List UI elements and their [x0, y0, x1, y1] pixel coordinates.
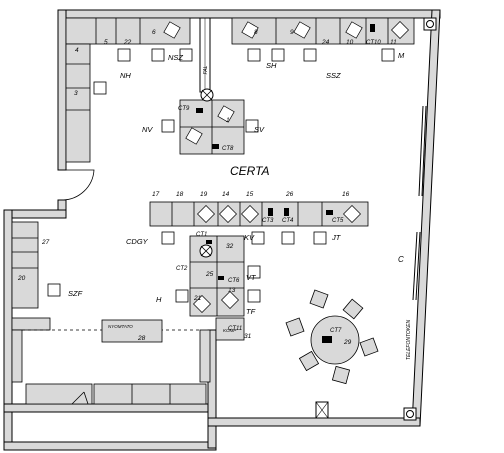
- ct-8: CT8: [222, 146, 234, 152]
- person-jt: JT: [331, 233, 342, 242]
- door-arc: [61, 169, 95, 201]
- desk-6: 6: [152, 29, 156, 36]
- desk-5: 5: [104, 39, 108, 46]
- desk-group-left: [11, 221, 211, 383]
- terminals: [196, 24, 375, 280]
- person-nh: NH: [120, 71, 131, 80]
- person-ssz: SSZ: [326, 71, 341, 80]
- person-kv: KV: [244, 233, 255, 242]
- person-labels: NSZ NH SH SSZ M NV SV CDGY KV JT H VT TF…: [68, 51, 405, 316]
- sign-telefontoken: TELEFONTOKEN: [406, 320, 412, 361]
- desk-19: 19: [200, 191, 208, 198]
- desk-13: 13: [228, 287, 236, 294]
- desk-group-top-right: [231, 17, 415, 45]
- desk-14: 14: [222, 191, 230, 198]
- person-sh: SH: [266, 61, 277, 70]
- desk-32: 32: [226, 243, 234, 250]
- person-vt: VT: [246, 273, 257, 282]
- desk-18: 18: [176, 191, 184, 198]
- desk-15: 15: [246, 191, 254, 198]
- desk-10: 10: [346, 39, 354, 46]
- desk-28: 28: [137, 335, 146, 342]
- desk-29: 29: [343, 339, 352, 346]
- desk-9: 9: [290, 29, 294, 36]
- ct-11: CT11: [228, 326, 242, 332]
- ct-1: CT1: [196, 232, 207, 238]
- desk-cluster-lower: [189, 235, 245, 341]
- desk-26: 26: [285, 191, 294, 198]
- ct-6: CT6: [228, 278, 240, 284]
- desk-21: 21: [193, 295, 202, 302]
- ct-3: CT3: [262, 218, 274, 224]
- person-tf: TF: [246, 307, 256, 316]
- desk-17: 17: [152, 191, 160, 198]
- side-mark: C: [398, 255, 404, 264]
- monitors: [163, 21, 409, 313]
- person-nv: NV: [142, 125, 153, 134]
- ct-5: CT5: [332, 218, 344, 224]
- person-szf: SZF: [68, 289, 83, 298]
- chairs: [47, 48, 395, 303]
- window-strips: [412, 105, 427, 301]
- ct-2: CT2: [176, 266, 188, 272]
- desk-3: 3: [74, 90, 78, 97]
- person-cdgy: CDGY: [126, 237, 149, 246]
- person-sv: SV: [254, 125, 265, 134]
- walls: [3, 9, 441, 451]
- desk-25: 25: [205, 271, 214, 278]
- desk-20: 20: [17, 275, 26, 282]
- pillars: [403, 17, 437, 421]
- floor-hatch: [315, 401, 329, 419]
- person-m: M: [398, 51, 405, 60]
- ct-labels: CT9 CT8 CT10 CT3 CT4 CT5 CT1 CT2 CT6 CT7…: [176, 40, 381, 334]
- person-h: H: [156, 295, 162, 304]
- desk-1: 1: [226, 117, 230, 124]
- lower-left-room: [22, 319, 207, 405]
- sign-komp: KOMP: [223, 328, 236, 333]
- desk-16: 16: [342, 191, 350, 198]
- sign-nyomtato: NYOMTATO: [108, 324, 133, 329]
- ct-10: CT10: [366, 40, 381, 46]
- desk-24: 24: [321, 39, 330, 46]
- desk-4: 4: [75, 47, 79, 54]
- ct-9: CT9: [178, 106, 190, 112]
- ct-4: CT4: [282, 218, 294, 224]
- person-nsz: NSZ: [168, 53, 183, 62]
- desk-27: 27: [41, 239, 50, 246]
- meeting-table: [285, 289, 379, 385]
- desk-11: 11: [390, 39, 397, 46]
- desk-8: 8: [254, 29, 258, 36]
- ct-7: CT7: [330, 328, 342, 334]
- desk-31: 31: [244, 333, 252, 340]
- sign-top: FAL: [203, 65, 209, 74]
- desk-numbers: 4 5 22 6 3 8 9 24 10 11 1 17 18 19 14 15…: [17, 29, 397, 346]
- room-label: CERTA: [230, 164, 270, 178]
- desk-22: 22: [123, 39, 132, 46]
